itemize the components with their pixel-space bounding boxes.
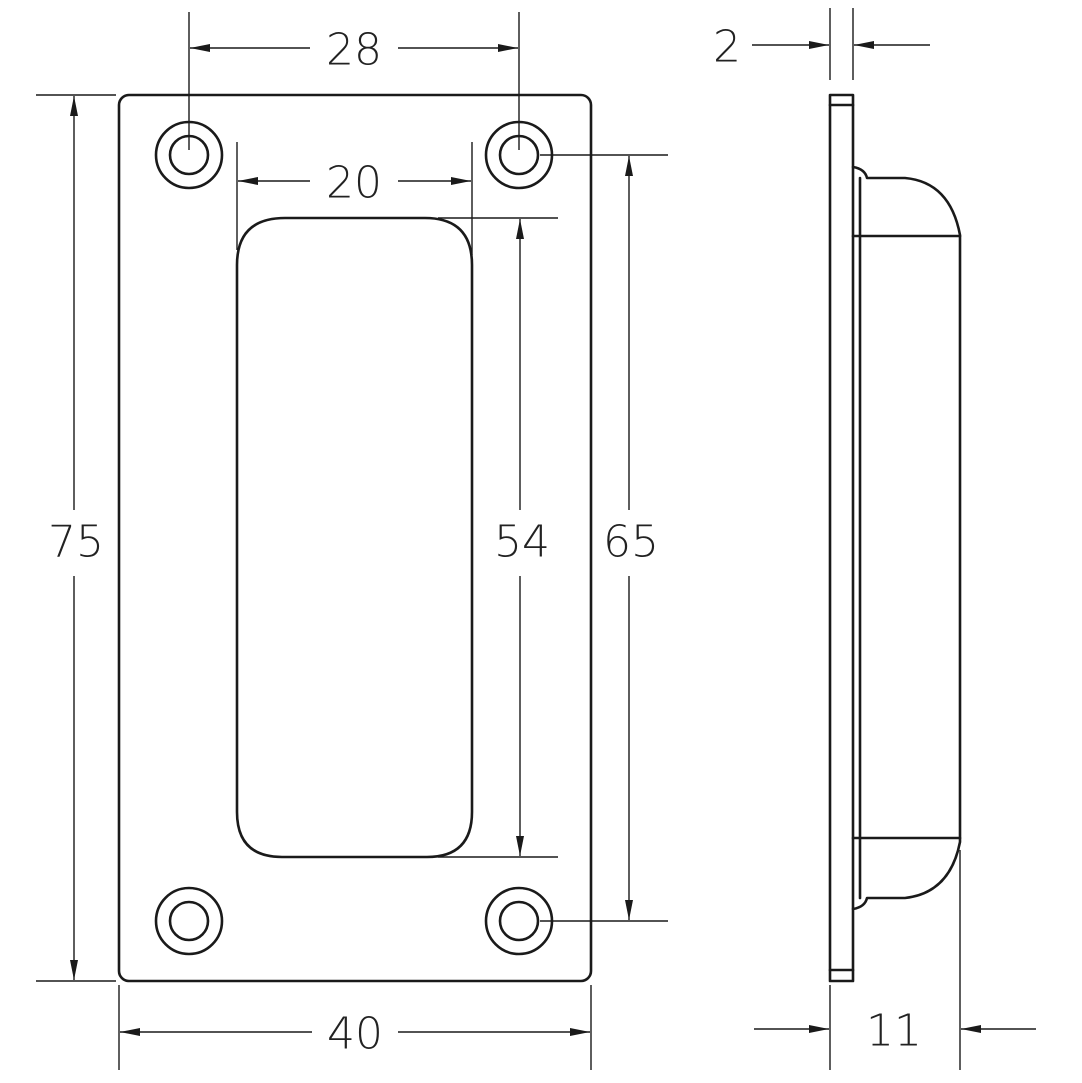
side-view: 2 11	[713, 8, 1036, 1070]
dimension-recess-width: 20	[236, 142, 473, 255]
dimension-label-2: 2	[713, 22, 741, 73]
plate-outline	[117, 93, 593, 983]
dimension-label-11: 11	[866, 1006, 922, 1057]
dimension-overall-height: 75	[36, 94, 116, 982]
dimension-label-40: 40	[327, 1009, 383, 1060]
dimension-recess-height: 54	[438, 217, 558, 858]
dimension-plate-thickness: 2	[713, 8, 930, 80]
dimension-overall-width: 40	[118, 985, 592, 1070]
dimension-label-65: 65	[603, 517, 659, 568]
dimension-label-20: 20	[326, 158, 382, 209]
mounting-hole-bottom-left	[154, 886, 224, 956]
dimension-overall-depth: 11	[754, 850, 1036, 1070]
dimension-label-75: 75	[48, 517, 104, 568]
dimension-hole-spacing-y: 65	[540, 154, 668, 922]
recess-opening	[235, 216, 474, 859]
plate-side-profile	[828, 93, 855, 983]
dimension-label-54: 54	[494, 517, 550, 568]
dimension-hole-spacing-x: 28	[188, 12, 520, 150]
dimension-label-28: 28	[326, 25, 382, 76]
front-view: 28 20 75 54	[36, 12, 668, 1070]
recess-cup-profile	[851, 165, 962, 911]
